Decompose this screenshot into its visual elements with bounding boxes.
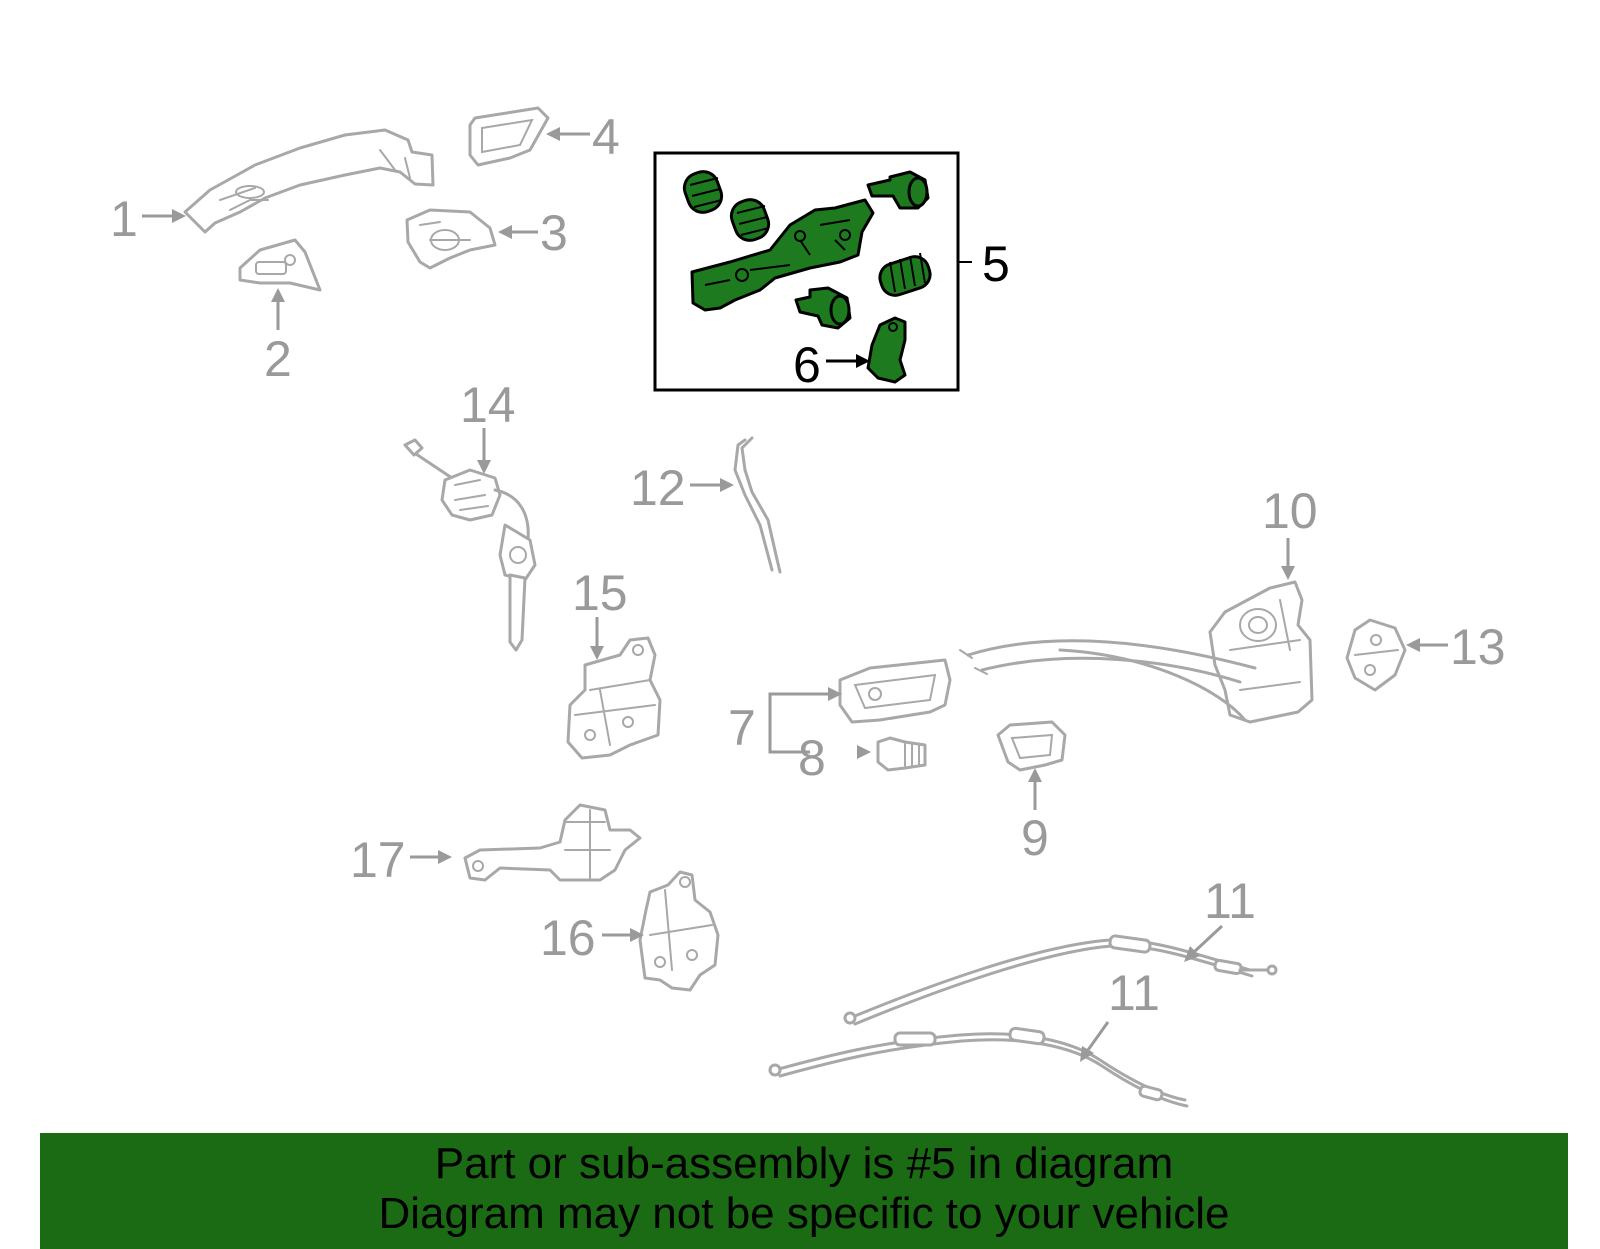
part-11-cable-upper[interactable] [843,934,1278,1026]
callout-10: 10 [1262,483,1318,539]
callout-1: 1 [110,191,138,247]
banner-line-1: Part or sub-assembly is #5 in diagram [434,1139,1174,1188]
callout-5: 5 [982,236,1010,292]
callout-13: 13 [1450,619,1506,675]
part-16-lower-hinge[interactable] [638,870,720,992]
part-11-cable-lower[interactable] [768,1026,1189,1108]
part-12-rod[interactable] [733,436,782,574]
callout-4: 4 [592,109,620,165]
callout-16: 16 [540,910,596,966]
part-3-cylinder-cover[interactable] [405,208,497,270]
part-8-screw[interactable] [876,736,927,772]
callout-3: 3 [540,205,568,261]
part-5-frame-kit[interactable] [680,167,934,330]
callout-14: 14 [460,377,516,433]
part-5-box [653,151,960,392]
part-6-lever[interactable] [866,316,907,384]
callout-7: 7 [728,700,756,756]
part-14-lock-cylinder[interactable] [403,438,537,652]
callout-8: 8 [798,730,826,786]
callout-6: 6 [793,337,821,393]
callout-11b: 11 [1108,965,1160,1021]
callout-15: 15 [572,565,628,621]
part-1-outside-handle[interactable] [183,128,435,234]
part-10-lock-actuator[interactable] [959,580,1314,724]
part-15-hinge[interactable] [566,636,662,760]
part-17-door-check[interactable] [463,803,642,882]
part-7-inside-handle[interactable] [838,658,952,724]
part-2-handle-cover[interactable] [238,238,322,292]
part-4-pad[interactable] [468,106,550,167]
callout-12: 12 [630,460,686,516]
callout-9: 9 [1021,810,1049,866]
callout-11a: 11 [1204,873,1256,929]
part-13-striker[interactable] [1345,618,1407,692]
banner-line-2: Diagram may not be specific to your vehi… [378,1189,1230,1238]
callout-2: 2 [264,331,292,387]
callout-17: 17 [350,832,406,888]
info-banner: Part or sub-assembly is #5 in diagram Di… [40,1133,1568,1249]
part-9-bezel[interactable] [996,720,1067,772]
